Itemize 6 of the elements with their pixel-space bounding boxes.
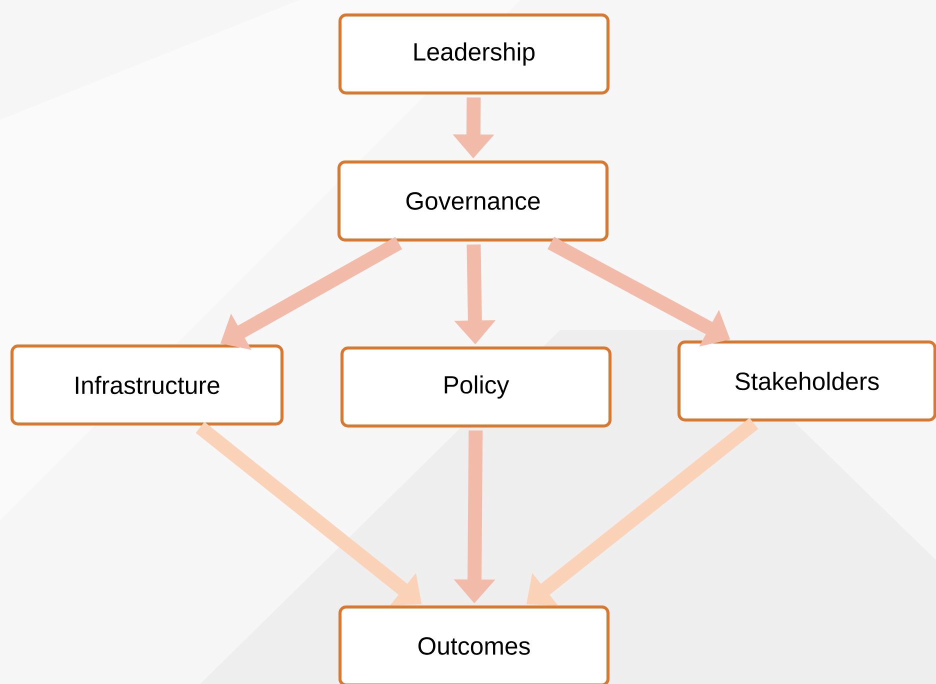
- process-box: Leadership: [338, 14, 610, 94]
- process-box: Outcomes: [338, 606, 610, 684]
- process-box: Infrastructure: [10, 344, 284, 426]
- process-box: Governance: [338, 160, 608, 242]
- process-box: Stakeholders: [678, 340, 936, 422]
- process-box: Policy: [340, 346, 612, 428]
